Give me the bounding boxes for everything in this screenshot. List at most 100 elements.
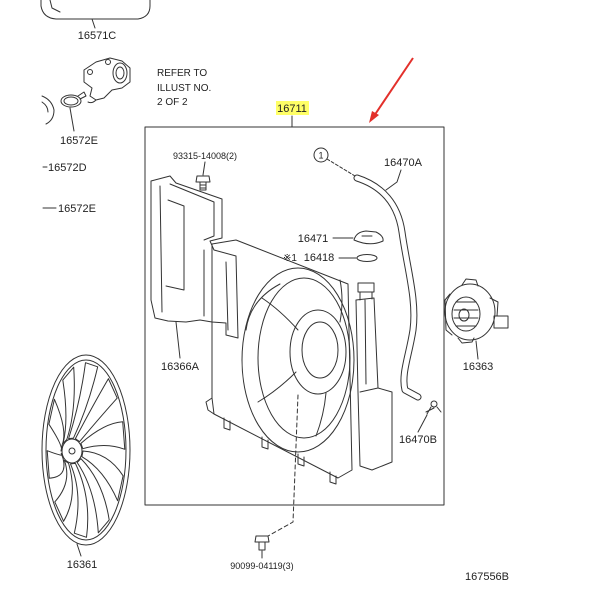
- hose-clip-16470B: [426, 401, 441, 414]
- shroud-mount-tab: [262, 437, 268, 449]
- fan-blade: [77, 459, 109, 533]
- motor-mount-ring: [290, 310, 346, 394]
- part-label-16471[interactable]: 16471: [298, 233, 329, 245]
- fan-blade: [63, 367, 75, 443]
- fan-blade: [71, 463, 88, 537]
- part-label-93315[interactable]: 93315-14008(2): [173, 151, 237, 161]
- part-label-16571C[interactable]: 16571C: [78, 30, 117, 42]
- shroud-strut: [262, 298, 298, 330]
- bracket-rib: [160, 186, 162, 312]
- diagram-artwork: [41, 0, 508, 558]
- fitting-nipple: [88, 100, 96, 103]
- fan-rim-outer: [42, 355, 130, 545]
- fan-blade: [55, 460, 73, 521]
- motor-mount-tab: [458, 338, 474, 343]
- motor-rear-housing: [445, 294, 452, 335]
- pointer-arrowhead: [369, 111, 379, 123]
- cap-body: [354, 231, 383, 244]
- shroud-strut: [340, 280, 342, 322]
- callout-1-leader: [327, 159, 355, 176]
- shroud-frame: [212, 240, 352, 478]
- part-highlight: [276, 101, 309, 115]
- shroud-scoop: [246, 284, 280, 330]
- motor-mount-tab: [462, 279, 478, 286]
- shroud-fan-ring-inner: [258, 278, 350, 438]
- water-outlet-fitting: [84, 58, 130, 103]
- pointer-arrow: [373, 57, 414, 117]
- bolt-shank: [259, 542, 265, 550]
- fan-hub: [62, 439, 82, 463]
- bolt-93315: [196, 176, 210, 190]
- clamp-tab: [78, 92, 86, 99]
- assembly-boundary-box: [145, 127, 444, 505]
- reservoir-neck-cap: [358, 283, 374, 292]
- reference-note-line-3: 2 OF 2: [157, 97, 188, 108]
- part-label-16366A[interactable]: 16366A: [161, 361, 200, 373]
- shroud-fan-ring-outer: [242, 268, 354, 452]
- callout-1-number: 1: [318, 151, 323, 161]
- part-label-16361[interactable]: 16361: [67, 559, 98, 571]
- part-label-90099[interactable]: 90099-04119(3): [230, 561, 293, 571]
- leader-16366A: [176, 322, 180, 358]
- reservoir-seam: [365, 300, 366, 384]
- cooling-fan-16361: [42, 355, 130, 545]
- fitting-bolt-hole: [106, 60, 111, 65]
- callout-1-circle: [314, 148, 328, 162]
- leader-16361: [77, 544, 81, 556]
- shroud-bracket-16366A: [151, 176, 238, 338]
- shroud-side-tab: [206, 398, 214, 414]
- reference-note-line-1: REFER TO: [157, 68, 207, 79]
- part-label-16470B[interactable]: 16470B: [399, 434, 437, 446]
- fan-motor-16363: [445, 279, 508, 343]
- fan-rim-inner: [46, 360, 126, 540]
- coolant-reservoir: [356, 283, 392, 470]
- reservoir-hose-16470A-core: [357, 178, 418, 397]
- part-label-16363[interactable]: 16363: [463, 361, 494, 373]
- o-ring-16418: [357, 255, 377, 262]
- fan-blade: [81, 422, 125, 450]
- leader-16470B: [418, 415, 427, 432]
- fan-blade: [82, 451, 123, 501]
- bracket-edge: [226, 262, 228, 330]
- part-label-16418[interactable]: 16418: [304, 252, 335, 264]
- part-label-16572E-top[interactable]: 16572E: [60, 135, 98, 147]
- motor-shaft-boss: [459, 309, 469, 321]
- note-mark: ※1: [283, 253, 297, 264]
- leader-16571C: [92, 19, 95, 28]
- illustration-code: 167556B: [465, 571, 509, 583]
- upper-hose-detail: [50, 0, 60, 12]
- motor-mount-inner: [302, 322, 338, 378]
- bracket-outline: [151, 176, 238, 338]
- shroud-mount-tab: [224, 418, 230, 430]
- part-label-16470A[interactable]: 16470A: [384, 157, 423, 169]
- reservoir-neck: [360, 292, 372, 300]
- hose-fragment-left-inner: [42, 102, 48, 112]
- fan-blade: [69, 363, 98, 439]
- shroud-strut: [316, 393, 326, 436]
- fitting-bolt-hole: [88, 70, 93, 75]
- fan-blade: [75, 379, 117, 442]
- reservoir-cap-16471: [354, 231, 383, 244]
- bolt-shank: [200, 182, 206, 190]
- upper-hose-part: [41, 0, 150, 19]
- assembly-center-line: [268, 395, 298, 536]
- shroud-mount-tab: [298, 454, 304, 466]
- shroud-strut: [258, 372, 296, 402]
- hose-clamp-16572E: [61, 92, 86, 107]
- bolt-head: [255, 536, 269, 542]
- part-label-16572E-left[interactable]: 16572E: [58, 203, 96, 215]
- fan-hub-center: [69, 448, 75, 454]
- fan-shroud-16711: [206, 240, 354, 484]
- clip-legs: [426, 407, 441, 414]
- reference-note-line-2: ILLUST NO.: [157, 83, 211, 94]
- leader-93315: [203, 162, 205, 175]
- bolt-90099: [255, 536, 269, 550]
- part-label-16572D[interactable]: 16572D: [48, 162, 87, 174]
- reservoir-body: [356, 298, 392, 470]
- part-label-16711[interactable]: 16711: [277, 103, 307, 115]
- leader-16363: [476, 341, 478, 359]
- motor-connector-lead: [490, 298, 498, 316]
- fitting-outlet: [113, 63, 127, 83]
